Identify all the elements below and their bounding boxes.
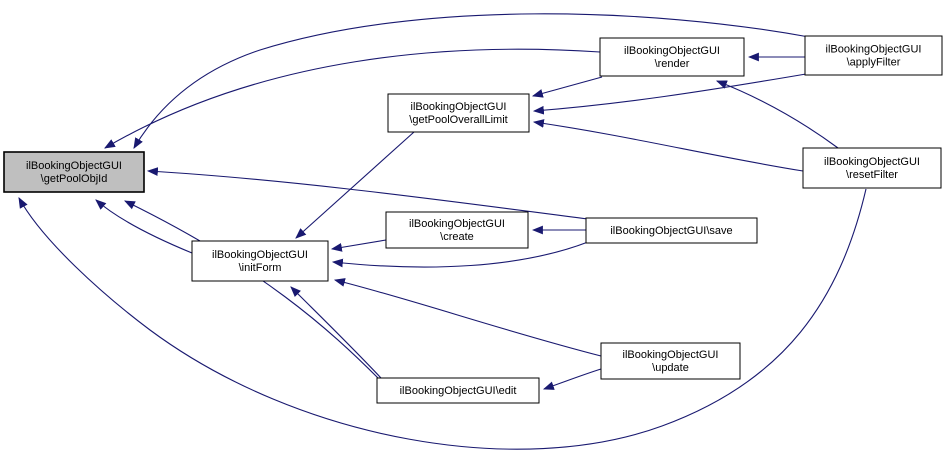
- edge-update-to-edit: [542, 368, 602, 390]
- edge-edit-to-getPoolObjId: [124, 200, 380, 380]
- node-box-create[interactable]: [385, 211, 529, 249]
- node-getPoolOverallLimit[interactable]: ilBookingObjectGUI\getPoolOverallLimit: [387, 93, 530, 133]
- edge-create-to-initForm: [330, 239, 387, 252]
- node-label-resetFilter: ilBookingObjectGUI\resetFilter: [824, 156, 920, 181]
- node-label-getPoolObjId: ilBookingObjectGUI\getPoolObjId: [26, 160, 122, 185]
- node-render[interactable]: ilBookingObjectGUI\render: [599, 37, 745, 77]
- node-applyFilter[interactable]: ilBookingObjectGUI\applyFilter: [804, 35, 943, 76]
- edge-resetFilter-to-getPoolObjId: [18, 188, 867, 450]
- edge-resetFilter-to-getPoolOverallLimit: [532, 119, 804, 172]
- edge-edit-to-initForm: [290, 286, 382, 379]
- node-update[interactable]: ilBookingObjectGUI\update: [600, 342, 741, 380]
- node-label-getPoolOverallLimit: ilBookingObjectGUI\getPoolOverallLimit: [409, 101, 507, 126]
- edge-render-to-getPoolOverallLimit: [531, 76, 603, 98]
- edge-save-to-initForm: [331, 241, 589, 268]
- node-create[interactable]: ilBookingObjectGUI\create: [385, 211, 529, 249]
- node-label-render: ilBookingObjectGUI\render: [624, 45, 720, 70]
- node-box-save[interactable]: [585, 217, 758, 244]
- node-initForm[interactable]: ilBookingObjectGUI\initForm: [191, 240, 329, 282]
- node-edit[interactable]: ilBookingObjectGUI\edit: [376, 377, 540, 404]
- node-box-resetFilter[interactable]: [802, 147, 942, 189]
- node-resetFilter[interactable]: ilBookingObjectGUI\resetFilter: [802, 147, 942, 189]
- node-box-applyFilter[interactable]: [804, 35, 943, 76]
- node-box-render[interactable]: [599, 37, 745, 77]
- node-box-update[interactable]: [600, 342, 741, 380]
- node-label-update: ilBookingObjectGUI\update: [623, 349, 719, 374]
- edge-applyFilter-to-getPoolOverallLimit: [532, 73, 807, 115]
- node-box-edit[interactable]: [376, 377, 540, 404]
- node-label-edit: ilBookingObjectGUI\edit: [400, 385, 517, 397]
- node-box-getPoolObjId[interactable]: [3, 151, 145, 193]
- node-label-create: ilBookingObjectGUI\create: [409, 218, 505, 243]
- node-box-initForm[interactable]: [191, 240, 329, 282]
- edge-initForm-to-getPoolObjId: [95, 199, 193, 254]
- edge-resetFilter-to-render: [715, 80, 839, 149]
- node-box-getPoolOverallLimit[interactable]: [387, 93, 530, 133]
- node-label-applyFilter: ilBookingObjectGUI\applyFilter: [826, 44, 922, 69]
- node-save[interactable]: ilBookingObjectGUI\save: [585, 217, 758, 244]
- edge-render-to-getPoolObjId: [104, 48, 601, 149]
- node-label-initForm: ilBookingObjectGUI\initForm: [212, 249, 308, 274]
- edge-applyFilter-to-getPoolObjId: [133, 13, 810, 149]
- edge-update-to-initForm: [333, 278, 602, 357]
- edge-getPoolOverallLimit-to-initForm: [295, 131, 415, 239]
- edge-save-to-getPoolObjId: [146, 167, 589, 220]
- node-label-save: ilBookingObjectGUI\save: [610, 225, 732, 237]
- node-getPoolObjId[interactable]: ilBookingObjectGUI\getPoolObjId: [3, 151, 145, 193]
